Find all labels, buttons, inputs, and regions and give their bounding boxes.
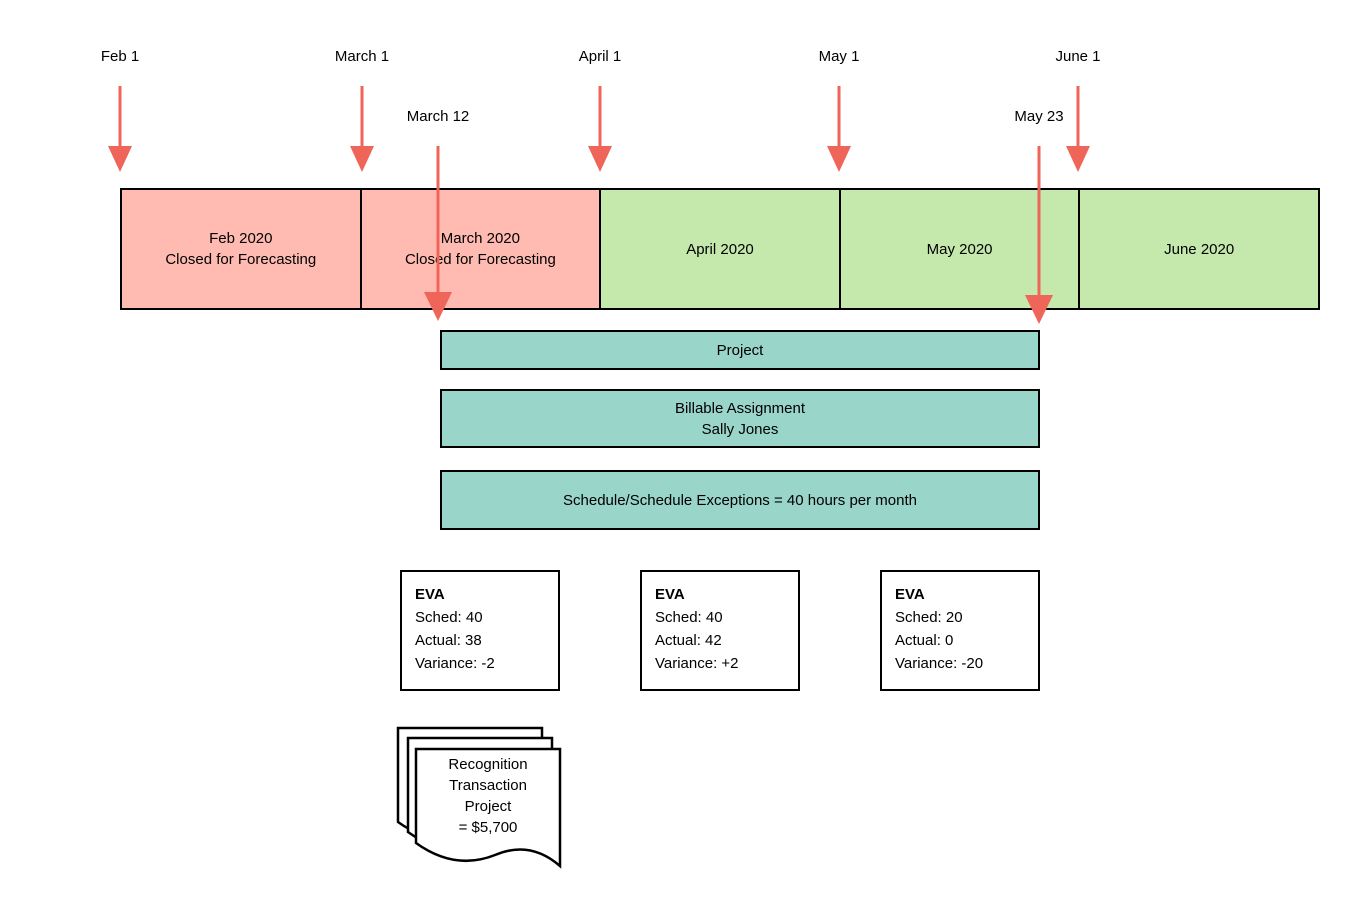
segment-label: Feb 2020 [209, 230, 273, 247]
segment-label: June 2020 [1164, 240, 1235, 258]
project-bar-label: Project [716, 341, 764, 359]
document-page-front [414, 747, 562, 869]
month-marker-label-march1: March 1 [334, 48, 390, 65]
segment-label: April 2020 [686, 240, 754, 258]
down-arrow-icon-feb1 [108, 86, 132, 172]
segment-label: March 2020 [440, 230, 520, 247]
eva-sched: Sched: 40 [415, 609, 483, 626]
assignment-bar-line1: Billable Assignment [674, 399, 806, 417]
eva-actual: Actual: 0 [895, 632, 954, 649]
schedule-bar: Schedule/Schedule Exceptions = 40 hours … [440, 470, 1040, 530]
month-marker-label-april1: April 1 [578, 48, 622, 65]
event-marker-label-may23: May 23 [1014, 108, 1064, 125]
timeline-segment-feb: Feb 2020 Closed for Forecasting [120, 188, 362, 310]
project-bar: Project [440, 330, 1040, 370]
eva-sched: Sched: 40 [655, 609, 723, 626]
document-line: Project [464, 798, 512, 815]
month-marker-label-feb1: Feb 1 [100, 48, 140, 65]
event-marker-label-march12: March 12 [406, 108, 470, 125]
month-marker-label-june1: June 1 [1055, 48, 1101, 65]
document-line: = $5,700 [458, 819, 518, 836]
down-arrow-icon-may1 [827, 86, 851, 172]
down-arrow-icon-june1 [1066, 86, 1090, 172]
segment-sublabel: Closed for Forecasting [404, 251, 556, 268]
schedule-bar-label: Schedule/Schedule Exceptions = 40 hours … [563, 491, 917, 509]
document-line: Recognition [448, 756, 528, 773]
timeline-segment-may: May 2020 [838, 188, 1081, 310]
eva-card-march: EVA Sched: 40 Actual: 38 Variance: -2 [400, 570, 560, 691]
timeline-segment-april: April 2020 [599, 188, 841, 310]
document-stack-icon [396, 726, 562, 869]
assignment-bar-line2: Sally Jones [701, 420, 779, 438]
eva-variance: Variance: -2 [415, 655, 495, 672]
eva-actual: Actual: 38 [415, 632, 482, 649]
document-text: Recognition Transaction Project = $5,700 [416, 754, 560, 838]
document-line: Transaction [449, 777, 527, 794]
down-arrow-icon-march1 [350, 86, 374, 172]
eva-title: EVA [895, 586, 925, 603]
down-arrow-icon-april1 [588, 86, 612, 172]
timeline-bar: Feb 2020 Closed for Forecasting March 20… [120, 188, 1320, 310]
eva-card-april: EVA Sched: 40 Actual: 42 Variance: +2 [640, 570, 800, 691]
eva-sched: Sched: 20 [895, 609, 963, 626]
timeline-segment-june: June 2020 [1078, 188, 1320, 310]
eva-title: EVA [655, 586, 685, 603]
eva-card-may: EVA Sched: 20 Actual: 0 Variance: -20 [880, 570, 1040, 691]
segment-label: May 2020 [926, 240, 993, 258]
eva-actual: Actual: 42 [655, 632, 722, 649]
segment-sublabel: Closed for Forecasting [165, 251, 317, 268]
eva-variance: Variance: -20 [895, 655, 984, 672]
billable-assignment-bar: Billable Assignment Sally Jones [440, 389, 1040, 448]
month-marker-label-may1: May 1 [818, 48, 860, 65]
eva-title: EVA [415, 586, 445, 603]
timeline-segment-march: March 2020 Closed for Forecasting [359, 188, 602, 310]
eva-variance: Variance: +2 [655, 655, 739, 672]
